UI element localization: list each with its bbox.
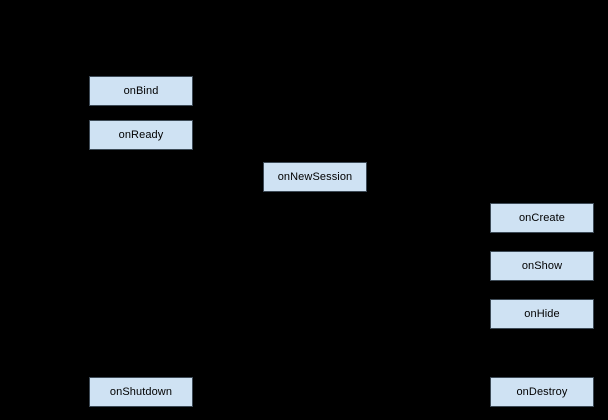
node-oncreate: onCreate [490, 203, 594, 233]
node-onshutdown: onShutdown [89, 377, 193, 407]
node-onshow: onShow [490, 251, 594, 281]
node-onhide: onHide [490, 299, 594, 329]
node-onnewsession: onNewSession [263, 162, 367, 192]
node-onbind: onBind [89, 76, 193, 106]
node-ondestroy: onDestroy [490, 377, 594, 407]
node-onready: onReady [89, 120, 193, 150]
